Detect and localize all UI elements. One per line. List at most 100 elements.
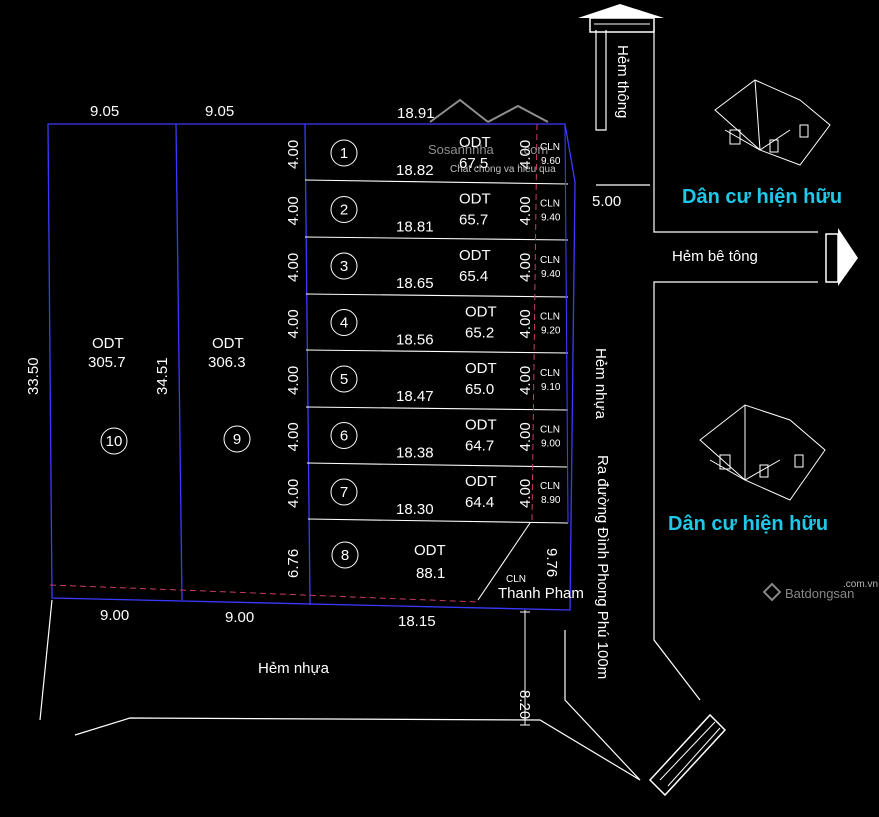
lot-number-circle — [330, 139, 358, 167]
lot-type: ODT — [459, 191, 491, 208]
lot-length: 18.81 — [396, 219, 434, 236]
bottom-dim-3: 18.15 — [398, 613, 436, 630]
lot-type: ODT — [465, 417, 497, 434]
lot-side: 9.76 — [543, 548, 560, 577]
bottom-dim-2: 9.00 — [225, 609, 254, 626]
lot-width: 4.00 — [285, 479, 302, 508]
watermark-sosanhnha: Sosanhnha .com Chat chong va hieu qua — [428, 98, 556, 175]
lot-number-circle — [330, 365, 358, 393]
watermark-sosanhnha-domain: .com — [520, 142, 548, 157]
lot-width: 4.00 — [285, 309, 302, 338]
lot-area: 305.7 — [88, 354, 126, 371]
house-icon — [699, 404, 826, 501]
north-arrow-icon — [578, 4, 664, 33]
lot-type: ODT — [414, 542, 446, 559]
lot-10: ODT 305.7 10 — [88, 335, 128, 455]
setback-lines — [49, 123, 538, 603]
lot-area: 65.0 — [465, 381, 494, 398]
lot-depth: 4.00 — [517, 309, 534, 338]
resident-label-top: Dân cư hiện hữu — [682, 186, 842, 208]
watermark-author: Thanh Pham — [498, 585, 584, 602]
lot-area: 65.7 — [459, 212, 488, 229]
lot-number-circle — [330, 422, 358, 449]
lot-length: 18.47 — [396, 388, 434, 405]
top-dim-3: 18.91 — [397, 105, 435, 122]
lot-cln-value: 9.40 — [541, 269, 561, 280]
house-icon — [714, 79, 831, 166]
lot-number-circle — [330, 196, 358, 223]
lot-type: ODT — [92, 335, 124, 352]
lot-width: 4.00 — [285, 253, 302, 282]
lot-width: 4.00 — [285, 140, 302, 169]
lot-cln-value: 9.10 — [541, 382, 561, 393]
lot-number: 2 — [340, 202, 348, 219]
lot-number: 1 — [340, 145, 348, 162]
lot-depth: 4.00 — [517, 479, 534, 508]
road-hem-thong: Hẻm thông — [614, 45, 631, 118]
left-dim-total: 33.50 — [25, 357, 42, 395]
lot-number: 10 — [106, 433, 123, 450]
lot-cln-value: 9.40 — [541, 213, 561, 224]
lot-width: 4.00 — [285, 422, 302, 451]
lot-cln-value: 9.00 — [541, 439, 561, 450]
lot-depth: 4.00 — [517, 366, 534, 395]
road-hem-nhua-right: Hẻm nhựa — [592, 348, 609, 420]
lot-type: ODT — [465, 304, 497, 321]
lot-length: 18.56 — [396, 332, 434, 349]
lot-dividers — [304, 123, 569, 601]
watermark-batdongsan: Batdongsan .com.vn — [762, 579, 878, 602]
road-lines — [39, 30, 818, 781]
lot-type: ODT — [459, 134, 491, 151]
lot-number-circle — [330, 309, 358, 336]
lot-cln: CLN — [540, 425, 560, 436]
lot-cln: CLN — [540, 368, 560, 379]
lot-cln: CLN — [540, 255, 560, 266]
lot-depth: 4.00 — [517, 196, 534, 225]
lot-cln: CLN — [540, 312, 560, 323]
lot-cln-value: 9.20 — [541, 326, 561, 337]
watermark-sosanhnha-text: Sosanhnha — [428, 142, 495, 157]
top-dim-2: 9.05 — [205, 103, 234, 120]
road-direction: Ra đường Đình Phong Phú 100m — [594, 455, 611, 679]
lot-area: 65.2 — [465, 325, 494, 342]
lot-number: 5 — [340, 371, 348, 388]
lot-depth: 4.00 — [517, 422, 534, 451]
lot-type: ODT — [459, 247, 491, 264]
dimension-lines — [520, 610, 530, 726]
lot-number-circle — [330, 478, 358, 506]
lot-cln-value: 9.60 — [541, 156, 561, 167]
lot-cln-value: 8.90 — [541, 495, 561, 506]
lot-number: 7 — [340, 484, 348, 501]
resident-label-bottom: Dân cư hiện hữu — [668, 513, 828, 535]
lot-cln: CLN — [540, 142, 560, 153]
lot-area: 65.4 — [459, 268, 488, 285]
road-width-5: 5.00 — [592, 193, 621, 210]
lot-8: 6.76 8 ODT 88.1 9.76 CLN — [285, 541, 560, 585]
lot-length: 18.82 — [396, 162, 434, 179]
lot-length: 18.30 — [396, 501, 434, 518]
lot-width: 4.00 — [285, 366, 302, 395]
lot-area: 67.5 — [459, 155, 488, 172]
lot-area: 88.1 — [416, 565, 445, 582]
lot-cln: CLN — [540, 199, 560, 210]
lot-number: 3 — [340, 258, 348, 275]
left-dim-lot9: 34.51 — [154, 357, 171, 395]
road-hem-be-tong: Hẻm bê tông — [672, 248, 758, 265]
east-arrow-icon — [825, 228, 858, 286]
lot-cln: CLN — [506, 574, 526, 585]
lot-9: ODT 306.3 9 — [208, 335, 251, 453]
southeast-arrow-icon — [648, 713, 727, 797]
watermark-sosanhnha-tagline: Chat chong va hieu qua — [450, 164, 556, 175]
road-hem-nhua-bottom: Hẻm nhựa — [258, 660, 330, 677]
lot-area: 64.7 — [465, 438, 494, 455]
watermark-batdongsan-text: Batdongsan — [785, 586, 854, 601]
lot-area: 306.3 — [208, 354, 246, 371]
lot-type: ODT — [212, 335, 244, 352]
